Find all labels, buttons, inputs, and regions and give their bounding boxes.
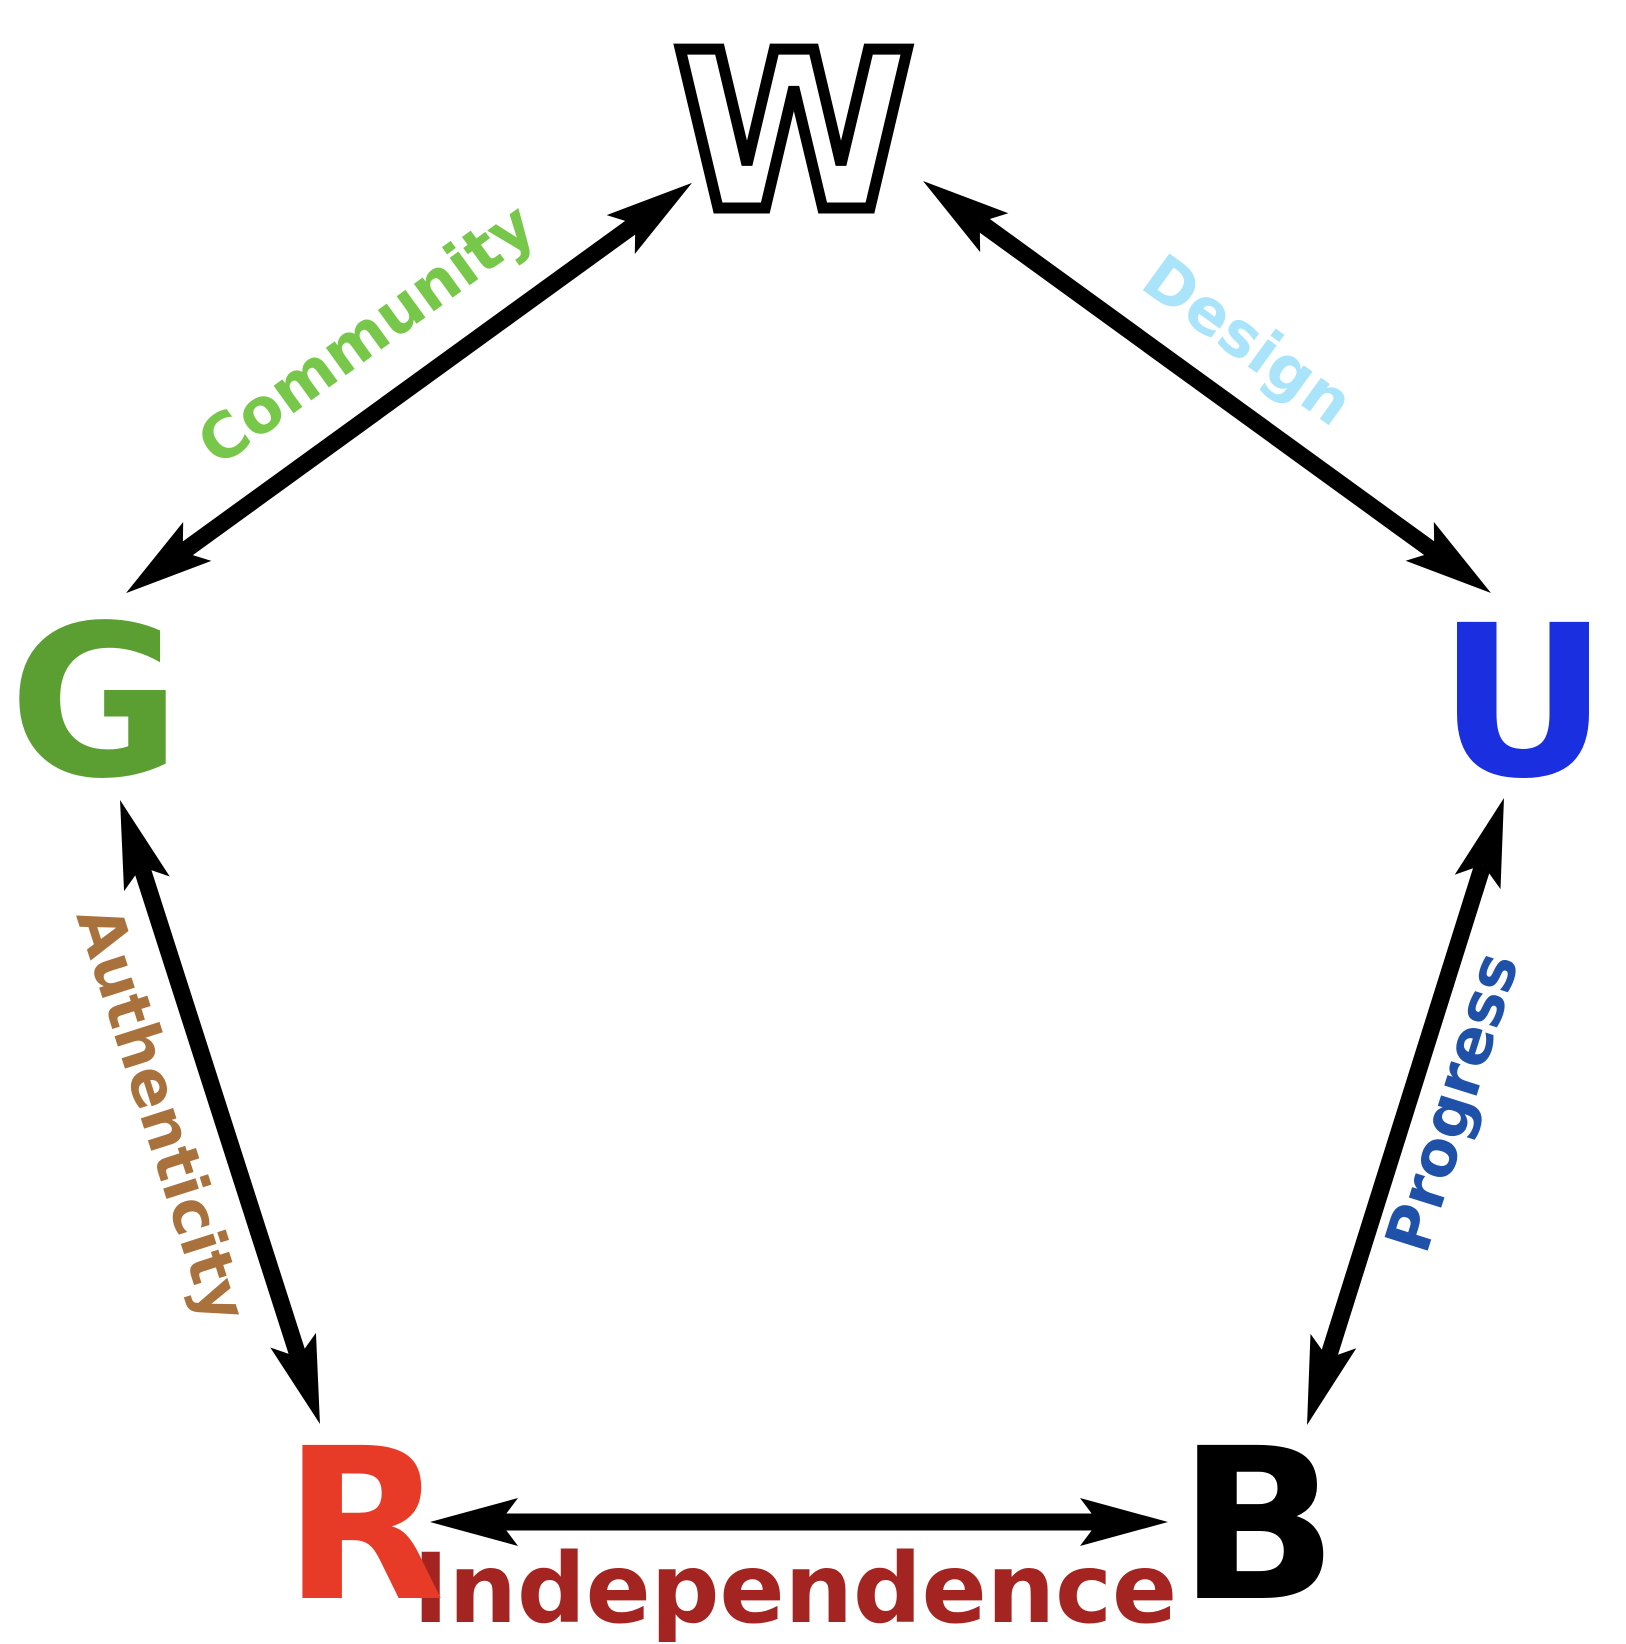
progress-arrow bbox=[1307, 798, 1504, 1425]
node-letter-b: B bbox=[1178, 1403, 1338, 1644]
independence-edge-label: Independence bbox=[413, 1533, 1177, 1644]
node-letter-w: W bbox=[674, 7, 914, 260]
design-arrow bbox=[923, 180, 1491, 594]
node-letter-u: U bbox=[1438, 580, 1609, 825]
authenticity-arrow bbox=[120, 800, 320, 1424]
community-arrow bbox=[126, 182, 692, 594]
node-letter-r: R bbox=[283, 1403, 445, 1644]
node-letter-g: G bbox=[9, 580, 181, 825]
